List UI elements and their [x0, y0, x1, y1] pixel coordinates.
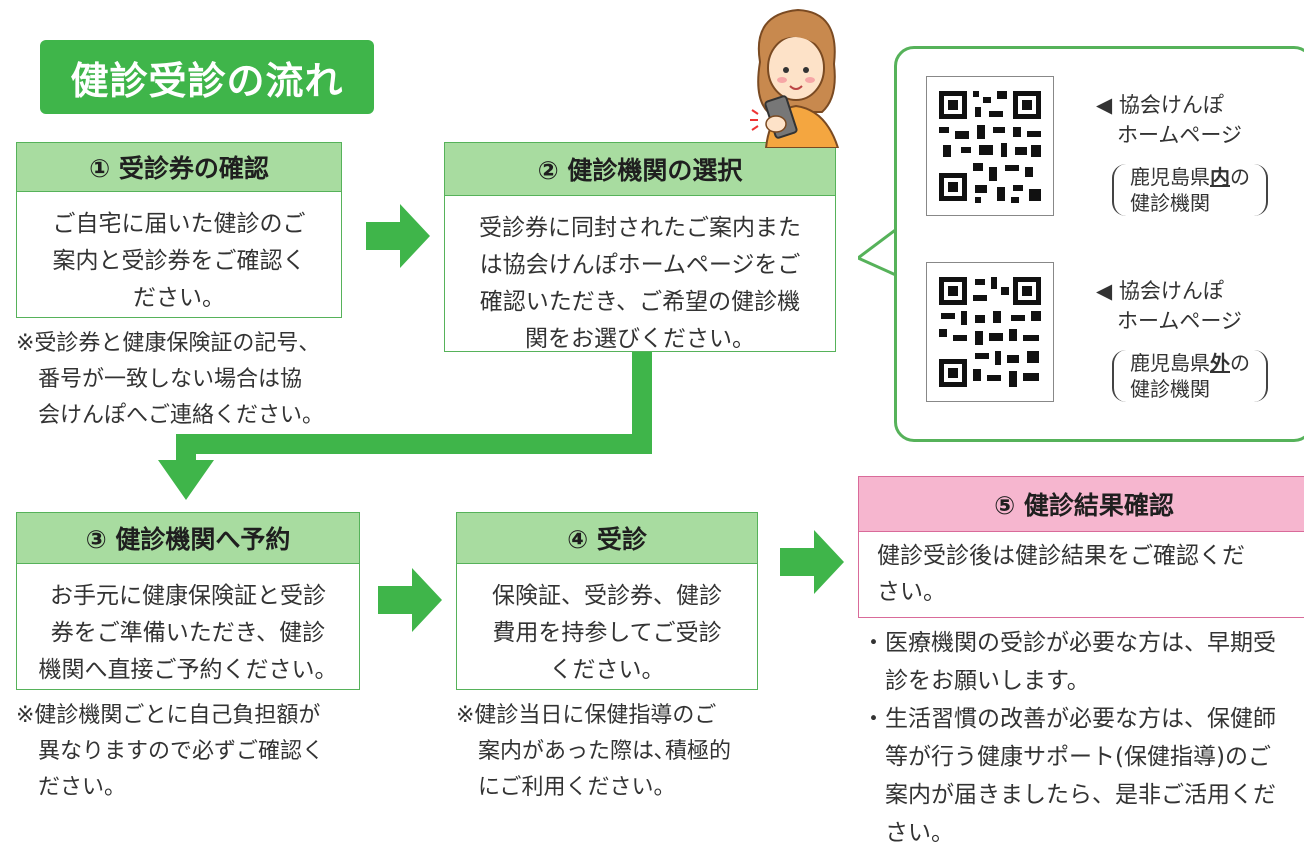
qr-2-label: ◀ 協会けんぽ ホームページ: [1096, 279, 1242, 333]
step-3-header: ③ 健診機関へ予約: [16, 512, 360, 564]
step-5-bullet-2: ・生活習慣の改善が必要な方は、保健師 等が行う健康サポート(保健指導)のご 案内…: [862, 706, 1276, 846]
step-2-header: ② 健診機関の選択: [444, 142, 836, 196]
arrow-right-icon: [366, 204, 430, 268]
elbow-arrow-icon: [150, 352, 670, 506]
step-5-bullet-1: ・医療機関の受診が必要な方は、早期受 診をお願いします。: [862, 630, 1276, 694]
step-1-note: ※受診券と健康保険証の記号、 番号が一致しない場合は協 会けんぽへご連絡ください…: [16, 331, 325, 428]
arrow-right-icon: [378, 568, 442, 632]
page-title: 健診受診の流れ: [40, 40, 374, 114]
qr-code-kagoshima-inside[interactable]: [926, 76, 1054, 216]
step-4-body: 保険証、受診券、健診 費用を持参してご受診 ください。: [456, 564, 758, 690]
qr-1-label: ◀ 協会けんぽ ホームページ: [1096, 93, 1242, 147]
step-3-body: お手元に健康保険証と受診 券をご準備いただき、健診 機関へ直接ご予約ください。: [16, 564, 360, 690]
arrow-right-icon: [780, 530, 844, 594]
step-3-note: ※健診機関ごとに自己負担額が 異なりますので必ずご確認く ださい。: [16, 703, 325, 800]
step-4-note: ※健診当日に保健指導のご 案内があった際は､積極的 にご利用ください。: [456, 703, 732, 800]
qr-1-sublabel: 鹿児島県内の 健診機関: [1112, 164, 1268, 216]
qr-2-sublabel: 鹿児島県外の 健診機関: [1112, 350, 1268, 402]
step-1-header: ① 受診券の確認: [16, 142, 342, 192]
woman-with-phone-illustration: [746, 2, 846, 152]
step-4-header: ④ 受診: [456, 512, 758, 564]
qr-code-kagoshima-outside[interactable]: [926, 262, 1054, 402]
step-2-body: 受診券に同封されたご案内また は協会けんぽホームページをご 確認いただき、ご希望…: [444, 196, 836, 352]
step-5-body: 健診受診後は健診結果をご確認くだ さい。: [858, 532, 1304, 618]
step-1-body: ご自宅に届いた健診のご 案内と受診券をご確認く ださい。: [16, 192, 342, 318]
step-5-header: ⑤ 健診結果確認: [858, 476, 1304, 532]
